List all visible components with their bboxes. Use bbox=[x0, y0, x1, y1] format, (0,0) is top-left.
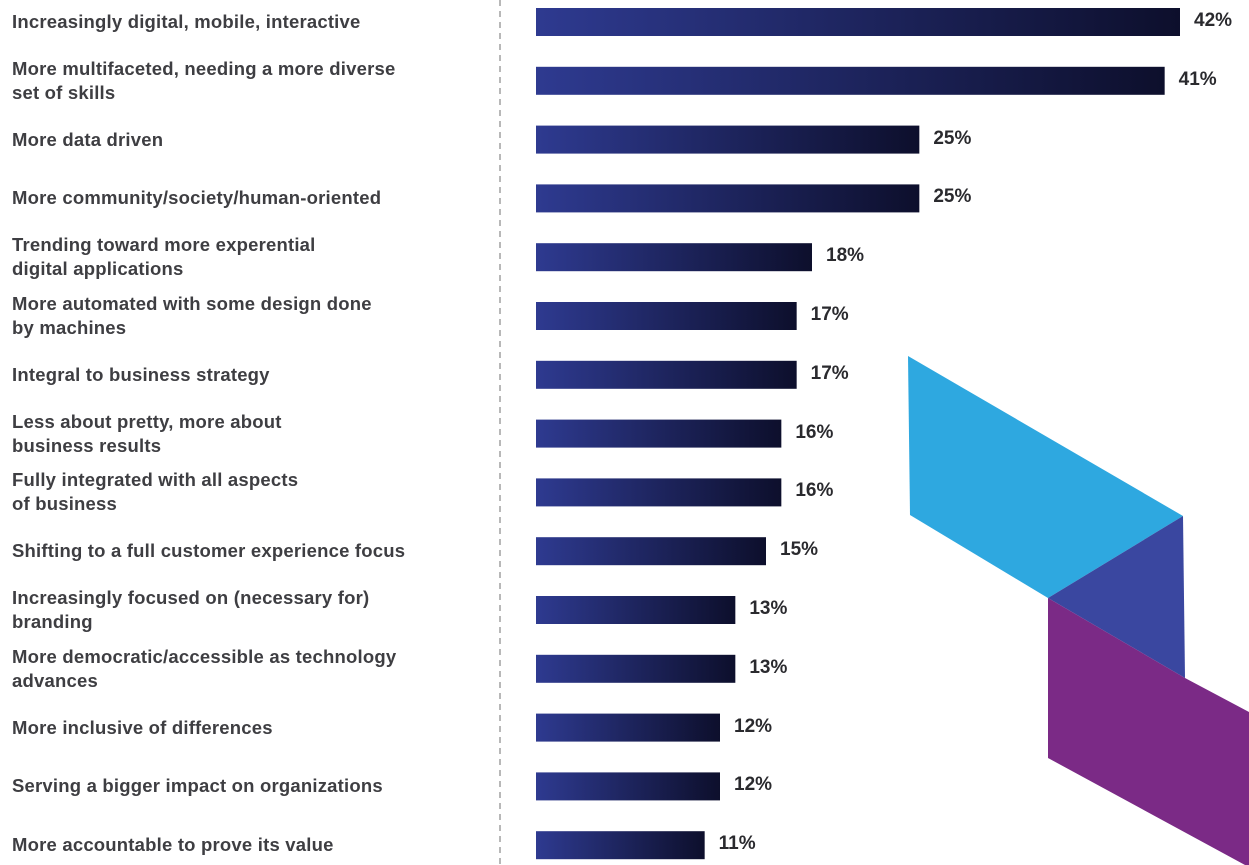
category-label: More inclusive of differences bbox=[12, 716, 273, 738]
value-label: 41% bbox=[1178, 68, 1217, 90]
category-label-line: More automated with some design done bbox=[12, 293, 372, 314]
category-label-line: advances bbox=[12, 669, 98, 691]
category-label-line: of business bbox=[12, 493, 117, 515]
category-label: More multifaceted, needing a more divers… bbox=[12, 57, 482, 105]
decor-navy-shape bbox=[1048, 516, 1185, 678]
category-label: More community/society/human-oriented bbox=[12, 187, 382, 209]
value-label: 16% bbox=[795, 421, 834, 443]
category-label-line: digital applications bbox=[12, 258, 184, 280]
bar bbox=[536, 243, 812, 272]
category-label: More democratic/accessible as technology… bbox=[12, 645, 482, 693]
category-label-line: Less about pretty, more about bbox=[12, 410, 282, 432]
value-label: 13% bbox=[749, 598, 788, 619]
bar bbox=[536, 8, 1180, 36]
value-label: 15% bbox=[780, 539, 819, 561]
value-label: 11% bbox=[718, 833, 756, 855]
category-label-line: branding bbox=[12, 611, 93, 632]
category-label-line: business results bbox=[12, 434, 162, 456]
bar bbox=[536, 478, 782, 507]
category-label: Serving a bigger impact on organizations bbox=[12, 775, 383, 797]
category-label-line: Increasingly focused on (necessary for) bbox=[12, 587, 370, 608]
bar bbox=[536, 654, 736, 683]
value-label: 42% bbox=[1194, 10, 1233, 31]
category-label: Integral to business strategy bbox=[12, 363, 270, 385]
bar bbox=[536, 302, 797, 330]
value-label: 18% bbox=[826, 245, 865, 267]
category-label: More accountable to prove its value bbox=[12, 834, 334, 856]
bar bbox=[536, 125, 920, 154]
value-label: 17% bbox=[810, 362, 849, 384]
bar bbox=[536, 831, 705, 860]
category-label-line: Fully integrated with all aspects bbox=[12, 469, 299, 491]
value-label: 12% bbox=[734, 715, 773, 737]
category-label-line: set of skills bbox=[12, 81, 116, 103]
decorative-shapes bbox=[908, 356, 1249, 865]
bar bbox=[536, 537, 766, 566]
value-label: 16% bbox=[795, 480, 834, 502]
category-label-line: More democratic/accessible as technology bbox=[12, 645, 397, 667]
category-label-line: Trending toward more experential bbox=[12, 234, 316, 256]
category-label: Increasingly digital, mobile, interactiv… bbox=[12, 11, 361, 32]
category-label-line: More multifaceted, needing a more divers… bbox=[12, 57, 396, 79]
category-label: More data driven bbox=[12, 128, 164, 150]
category-label: More automated with some design done by m… bbox=[12, 292, 482, 340]
category-label: Increasingly focused on (necessary for) b… bbox=[12, 586, 482, 634]
bar bbox=[536, 360, 797, 389]
category-label-line: by machines bbox=[12, 317, 127, 338]
category-label: Shifting to a full customer experience f… bbox=[12, 540, 406, 562]
bar bbox=[536, 419, 782, 448]
bars-group bbox=[536, 8, 1180, 860]
decor-purple-shape bbox=[1048, 598, 1249, 865]
value-label: 25% bbox=[933, 186, 972, 208]
value-label: 13% bbox=[749, 656, 788, 678]
decor-blue-shape bbox=[908, 356, 1183, 598]
bar bbox=[536, 66, 1165, 95]
bar bbox=[536, 772, 720, 801]
bar bbox=[536, 596, 736, 624]
bar bbox=[536, 713, 720, 742]
value-label: 12% bbox=[734, 774, 773, 796]
value-label: 25% bbox=[933, 127, 972, 149]
bar bbox=[536, 184, 920, 213]
value-label: 17% bbox=[810, 304, 849, 325]
